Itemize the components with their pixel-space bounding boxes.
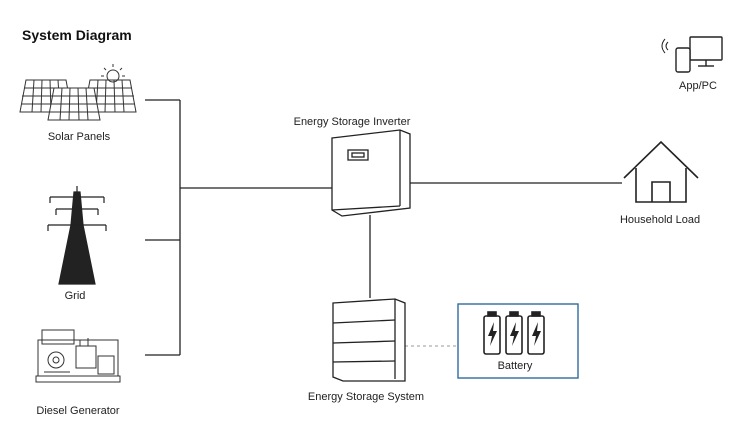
sun-icon xyxy=(101,64,125,83)
solar-panel-icon xyxy=(19,79,137,121)
page-title: System Diagram xyxy=(22,27,132,43)
household-load-label: Household Load xyxy=(619,214,701,226)
inverter-label: Energy Storage Inverter xyxy=(293,116,411,128)
wifi-icon xyxy=(661,38,669,54)
battery-icon xyxy=(483,311,545,355)
power-tower-icon xyxy=(47,186,107,285)
battery-rack-icon xyxy=(332,298,406,382)
solar-panels-label: Solar Panels xyxy=(47,131,111,143)
house-icon xyxy=(623,140,699,203)
grid-label: Grid xyxy=(64,290,86,302)
inverter-icon xyxy=(331,129,411,217)
battery-label: Battery xyxy=(497,360,533,372)
diesel-generator-label: Diesel Generator xyxy=(36,405,120,417)
diesel-generator-icon xyxy=(35,329,121,383)
devices-icon xyxy=(675,36,723,73)
app-pc-label: App/PC xyxy=(679,80,717,92)
connection-lines xyxy=(145,99,622,356)
energy-storage-label: Energy Storage System xyxy=(307,391,425,403)
